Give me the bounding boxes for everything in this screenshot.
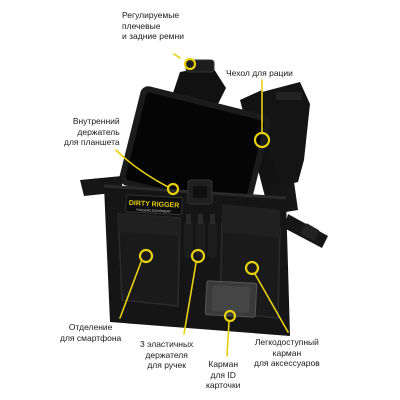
callout-radio-line-1: Чехол для рации	[226, 68, 293, 78]
callout-pens: 3 эластичных держателя для ручек	[140, 339, 193, 371]
callout-pocket-line-2: карман	[272, 347, 302, 358]
callout-pens-line-3: для ручек	[147, 360, 186, 370]
ring-radio	[253, 131, 271, 149]
leader-pocket	[254, 273, 289, 333]
leader-tablet	[115, 149, 169, 188]
ring-pens	[190, 248, 206, 264]
leader-pens	[183, 262, 197, 335]
callout-straps-line-2: плечевые	[122, 20, 161, 31]
callout-pocket-line-1: Легкодоступный	[254, 337, 319, 347]
brand-tagline-text: RIGGERS EQUIPMENT	[136, 208, 171, 214]
radio-holster-strap	[276, 92, 302, 100]
ring-phone	[138, 248, 154, 264]
ring-straps	[183, 57, 197, 71]
accessory-pocket-flap	[222, 204, 280, 238]
callout-phone-line-1: Отделение	[68, 322, 113, 332]
right-waist-buckle	[300, 223, 320, 241]
callout-phone: Отделение для смартфона	[60, 322, 121, 343]
callout-pocket: Легкодоступный карман для аксессуаров	[254, 337, 320, 369]
ring-pocket	[244, 260, 260, 276]
callout-straps-line-1: Регулируемые	[122, 10, 180, 20]
callout-straps: Регулируемые плечевые и задние ремни	[122, 10, 184, 42]
callout-pens-line-1: 3 эластичных	[140, 339, 194, 349]
ring-tablet	[166, 182, 180, 196]
callout-tablet: Внутренний держатель для планшета	[64, 116, 120, 148]
brand-logo-text: DIRTY RIGGER	[129, 200, 180, 210]
callout-id-card-line-3: карточки	[206, 380, 241, 390]
strap-buckle	[185, 59, 215, 73]
callout-pocket-line-3: для аксессуаров	[254, 358, 320, 368]
callout-id-card: Карман для ID карточки	[206, 359, 240, 391]
callout-tablet-line-2: держатель	[77, 126, 120, 137]
callout-radio: Чехол для рации	[226, 68, 293, 79]
callout-pens-line-2: держателя	[145, 349, 188, 360]
callout-straps-line-3: и задние ремни	[122, 31, 184, 41]
tablet-device	[119, 86, 271, 215]
callout-tablet-line-3: для планшета	[64, 137, 120, 147]
callout-id-card-line-2: для ID	[210, 369, 236, 380]
leader-straps	[173, 53, 181, 59]
callout-id-card-line-1: Карман	[208, 359, 239, 369]
callout-tablet-line-1: Внутренний	[72, 116, 120, 126]
pen-holder-1	[184, 222, 193, 258]
leader-id	[226, 320, 230, 357]
pen-holder-3	[208, 222, 217, 258]
brand-patch: DIRTY RIGGER RIGGERS EQUIPMENT	[125, 194, 183, 215]
ring-id	[223, 309, 237, 323]
leader-phone	[119, 261, 142, 319]
radio-holster	[262, 82, 310, 186]
callout-phone-line-2: для смартфона	[60, 332, 122, 343]
